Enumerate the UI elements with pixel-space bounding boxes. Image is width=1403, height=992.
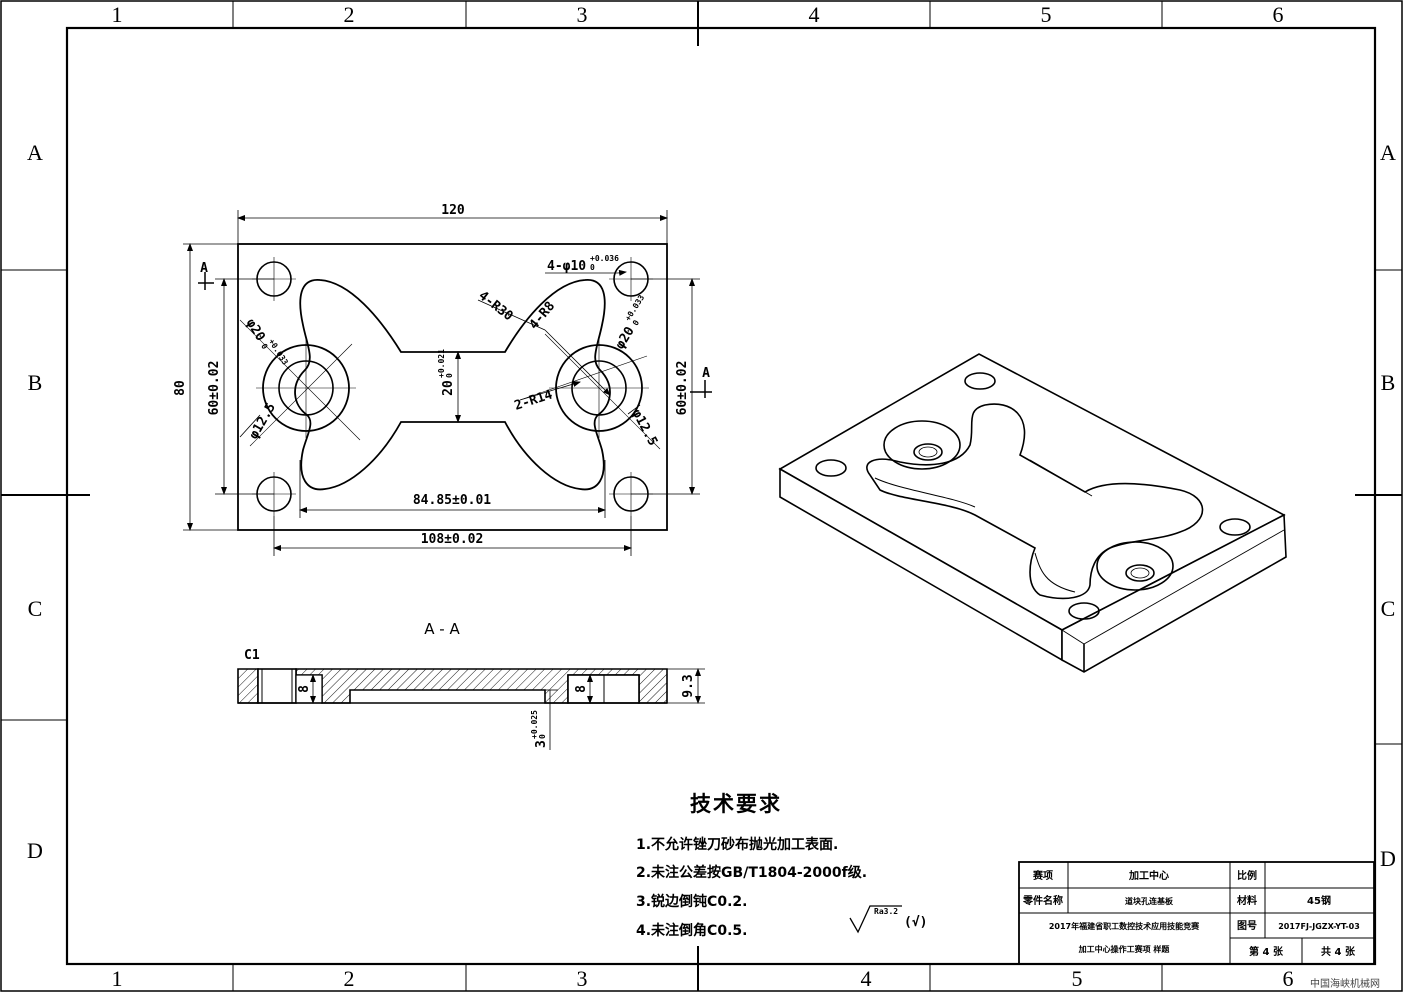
roughness-value: Ra3.2 [874, 907, 898, 916]
title-event-label: 赛项 [1032, 869, 1053, 882]
iso-bore-1 [883, 420, 961, 470]
dim-hole-tol-upper: +0.036 [590, 254, 619, 263]
tech-requirement-1: 1.不允许锉刀砂布抛光加工表面. [636, 836, 838, 853]
plate-outline [237, 243, 668, 531]
title-scale-label: 比例 [1237, 869, 1257, 882]
iso-right-face [1061, 513, 1287, 673]
zone-number-bottom-2: 2 [344, 966, 355, 991]
title-sheet-total: 共 4 张 [1321, 945, 1356, 958]
dim-pocket-depth-tol-lower: 0 [538, 734, 547, 739]
zone-labels: 1 2 3 4 5 6 1 2 3 4 5 6 A B C D A B C D [27, 2, 1396, 991]
tech-requirement-4: 4.未注倒角C0.5. [636, 922, 747, 939]
title-block: 赛项 加工中心 比例 零件名称 道块孔连基板 材料 45钢 2017年福建省职工… [1018, 861, 1375, 965]
isometric-view [778, 353, 1287, 673]
zone-letter-left-a: A [27, 140, 43, 165]
dim-center-distance: 84.85±0.01 [413, 493, 491, 508]
dim-slot-width-tol-lower: 0 [445, 373, 454, 378]
iso-hole-2 [815, 459, 847, 477]
technical-requirements: 技术要求 1.不允许锉刀砂布抛光加工表面. 2.未注公差按GB/T1804-20… [636, 792, 867, 939]
title-drawing-no-value: 2017FJ-JGZX-YT-03 [1278, 922, 1360, 931]
zone-number-top-4: 4 [809, 2, 820, 27]
dim-pitch-vertical-right: 60±0.02 [675, 361, 690, 416]
iso-bore-2 [1096, 541, 1174, 591]
dim-pocket-depth: 3 [534, 740, 549, 748]
zone-number-top-3: 3 [577, 2, 588, 27]
dim-pitch-vertical-left: 60±0.02 [207, 361, 222, 416]
dim-counterbore-right: 8 [574, 685, 589, 693]
zone-number-bottom-6: 6 [1283, 966, 1294, 991]
dim-pocket-depth-tol-upper: +0.025 [530, 710, 539, 739]
tech-requirements-title: 技术要求 [690, 792, 782, 816]
section-view: A - A C1 9.3 8 8 3 +0.025 0 [237, 620, 705, 750]
bore-right [519, 333, 661, 450]
zone-letter-right-c: C [1381, 596, 1396, 621]
dim-thru-left: φ12.5 [246, 401, 279, 442]
zone-number-bottom-4: 4 [861, 966, 872, 991]
title-part-label: 零件名称 [1022, 894, 1063, 907]
zone-number-bottom-5: 5 [1072, 966, 1083, 991]
title-drawing-no-label: 图号 [1237, 920, 1257, 932]
zone-letter-right-b: B [1381, 370, 1396, 395]
zone-number-top-6: 6 [1273, 2, 1284, 27]
bone-pocket-outline [294, 279, 611, 491]
tech-requirement-2: 2.未注公差按GB/T1804-2000f级. [636, 864, 867, 881]
title-sheet-number: 第 4 张 [1249, 945, 1284, 958]
zone-number-top-2: 2 [344, 2, 355, 27]
dim-radius-r14: 2-R14 [513, 387, 555, 413]
dim-hole-callout: 4-φ10 [547, 259, 586, 274]
dim-overall-width: 120 [441, 203, 465, 218]
title-event-value: 加工中心 [1128, 869, 1169, 882]
title-competition: 2017年福建省职工数控技术应用技能竞赛 [1049, 921, 1200, 931]
roughness-other: (√) [904, 915, 927, 930]
dim-slot-width: 20 [441, 380, 456, 396]
dim-thru-right: φ12.5 [628, 407, 660, 449]
dim-bore-left-tol-upper: +0.033 [267, 337, 290, 366]
zone-letter-left-c: C [28, 596, 43, 621]
zone-letter-left-b: B [28, 370, 43, 395]
zone-letter-right-d: D [1380, 846, 1396, 871]
dim-counterbore-left: 8 [297, 685, 312, 693]
dim-slot-width-tol-upper: +0.021 [437, 349, 446, 378]
dim-pitch-horizontal: 108±0.02 [421, 532, 484, 547]
section-cut-marks [198, 272, 712, 398]
dim-radius-r30: 4-R30 [476, 288, 516, 324]
chamfer-label: C1 [244, 648, 260, 663]
dim-bore-left: φ20 [243, 316, 268, 344]
title-part-value: 道块孔连基板 [1125, 896, 1174, 906]
title-task: 加工中心操作工赛项 样题 [1078, 944, 1171, 954]
zone-letter-right-a: A [1380, 140, 1396, 165]
zone-number-bottom-3: 3 [577, 966, 588, 991]
iso-pocket-outline [866, 403, 1204, 600]
section-marker-right: A [702, 366, 710, 381]
section-marker-left: A [200, 261, 208, 276]
zone-number-bottom-1: 1 [112, 966, 123, 991]
zone-letter-left-d: D [27, 838, 43, 863]
dim-hole-tol-lower: 0 [590, 263, 595, 272]
watermark: 中国海峡机械网 [1310, 977, 1380, 990]
iso-hole-4 [1068, 602, 1100, 620]
dim-bore-left-tol-lower: 0 [259, 342, 269, 351]
iso-hole-3 [1219, 518, 1251, 536]
plan-view: A A 120 80 60±0.02 60±0.02 84.85±0.01 10… [173, 203, 712, 556]
zone-number-top-1: 1 [112, 2, 123, 27]
bore-left [239, 319, 361, 447]
iso-hole-1 [964, 372, 996, 390]
zone-number-top-5: 5 [1041, 2, 1052, 27]
title-material-label: 材料 [1237, 894, 1257, 907]
section-hole-left [257, 668, 297, 704]
section-title: A - A [424, 620, 460, 638]
dim-bore-right-tol-lower: 0 [631, 318, 641, 327]
dim-section-thickness: 9.3 [681, 674, 696, 697]
dim-overall-height: 80 [173, 380, 188, 396]
surface-roughness-symbol: Ra3.2 (√) [849, 905, 927, 934]
dim-bore-right-tol-upper: +0.033 [623, 293, 646, 322]
tech-requirement-3: 3.锐边倒钝C0.2. [636, 893, 747, 910]
title-material-value: 45钢 [1307, 894, 1331, 907]
